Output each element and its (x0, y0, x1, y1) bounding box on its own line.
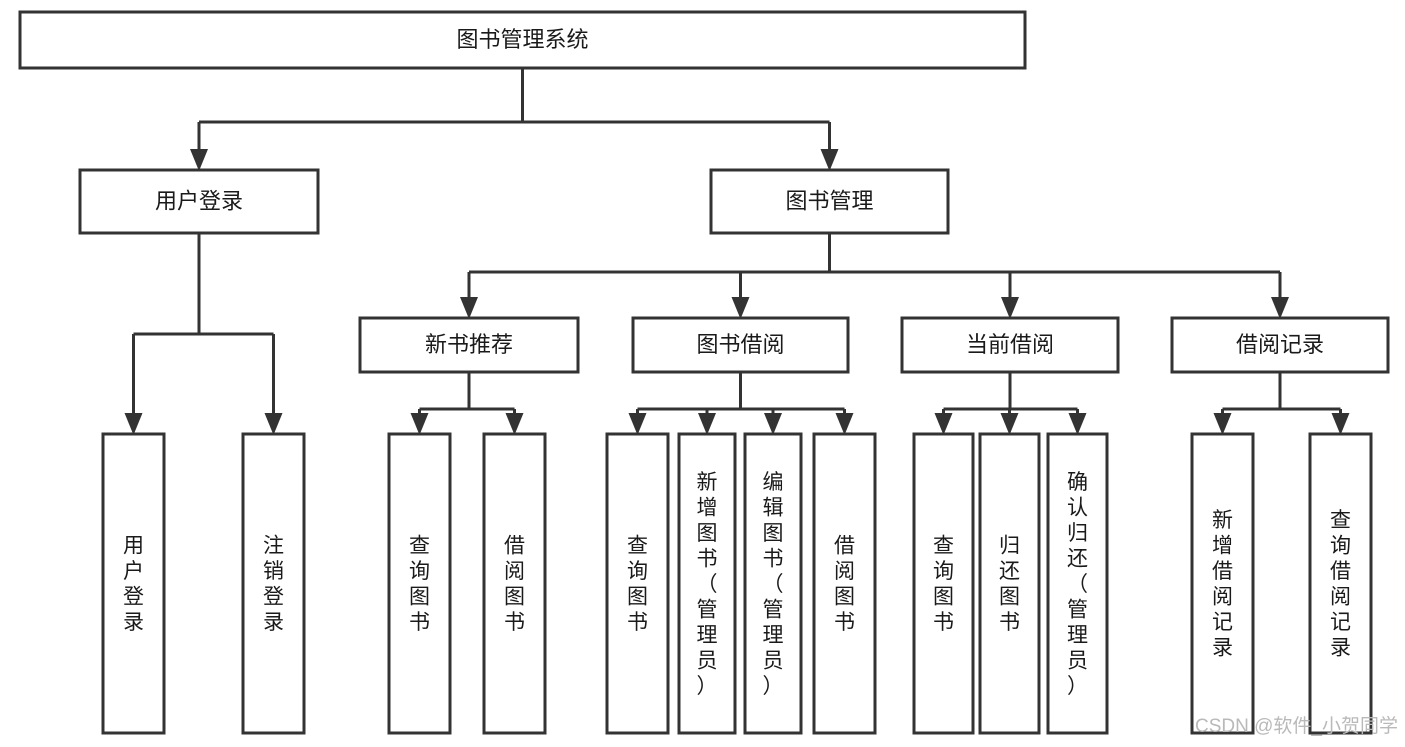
node-leaf[interactable]: 新增图书（管理员） (677, 432, 737, 735)
node-label: 归还图书 (999, 535, 1020, 635)
arrow-head-icon (1068, 413, 1087, 435)
node-box[interactable] (1308, 432, 1373, 735)
node-leaf[interactable]: 编辑图书（管理员） (743, 432, 803, 735)
arrow-head-icon (934, 413, 953, 435)
arrow-head-icon (264, 413, 283, 435)
node-box[interactable] (677, 432, 737, 735)
node-label: 新增图书（管理员） (697, 471, 718, 698)
node-level3[interactable]: 当前借阅 (900, 316, 1120, 374)
node-level3[interactable]: 图书借阅 (631, 316, 850, 374)
arrow-head-icon (124, 413, 143, 435)
arrow-head-icon (764, 413, 782, 435)
node-box[interactable] (482, 432, 547, 735)
arrow-head-icon (410, 413, 429, 435)
arrow-head-icon (1213, 413, 1232, 435)
node-layer: 图书管理系统用户登录图书管理新书推荐图书借阅当前借阅借阅记录用户登录注销登录查询… (18, 10, 1390, 735)
arrow-head-icon (698, 413, 716, 435)
node-leaf[interactable]: 查询图书 (605, 432, 670, 735)
node-level2[interactable]: 用户登录 (78, 168, 320, 235)
node-label: 确认归还（管理员） (1067, 471, 1088, 698)
node-label: 查询图书 (409, 535, 430, 635)
node-label: 新书推荐 (425, 332, 513, 357)
node-label: 借阅图书 (504, 535, 525, 635)
node-level3[interactable]: 新书推荐 (358, 316, 580, 374)
node-box[interactable] (1170, 316, 1390, 374)
node-label: 注销登录 (263, 535, 284, 635)
arrow-head-icon (460, 297, 478, 319)
node-leaf[interactable]: 确认归还（管理员） (1046, 432, 1109, 735)
node-box[interactable] (605, 432, 670, 735)
node-box[interactable] (900, 316, 1120, 374)
arrow-head-icon (628, 413, 647, 435)
node-box[interactable] (241, 432, 306, 735)
node-label: 图书管理系统 (456, 27, 588, 52)
node-box[interactable] (18, 10, 1027, 70)
node-label: 用户登录 (123, 535, 144, 635)
node-leaf[interactable]: 新增借阅记录 (1190, 432, 1255, 735)
node-leaf[interactable]: 注销登录 (241, 432, 306, 735)
node-label: 借阅图书 (834, 535, 855, 635)
node-root[interactable]: 图书管理系统 (18, 10, 1027, 70)
node-label: 查询图书 (933, 535, 954, 635)
node-box[interactable] (631, 316, 850, 374)
node-label: 借阅记录 (1236, 332, 1324, 357)
arrow-head-icon (731, 297, 750, 319)
arrow-head-icon (505, 413, 524, 435)
node-box[interactable] (1046, 432, 1109, 735)
node-level3[interactable]: 借阅记录 (1170, 316, 1390, 374)
node-leaf[interactable]: 借阅图书 (812, 432, 877, 735)
node-box[interactable] (912, 432, 975, 735)
node-box[interactable] (743, 432, 803, 735)
arrow-head-icon (820, 149, 839, 171)
node-label: 查询借阅记录 (1330, 509, 1351, 660)
node-label: 编辑图书（管理员） (763, 471, 784, 698)
csdn-watermark: CSDN @软件_小贺同学 (1195, 715, 1398, 737)
node-label: 查询图书 (627, 535, 648, 635)
arrow-head-icon (1000, 413, 1019, 435)
node-leaf[interactable]: 归还图书 (978, 432, 1041, 735)
connector-layer (124, 68, 1350, 435)
node-leaf[interactable]: 用户登录 (101, 432, 166, 735)
node-leaf[interactable]: 查询图书 (912, 432, 975, 735)
node-box[interactable] (358, 316, 580, 374)
node-box[interactable] (709, 168, 950, 235)
node-label: 图书管理 (785, 188, 873, 213)
arrow-head-icon (835, 413, 854, 435)
node-box[interactable] (1190, 432, 1255, 735)
node-box[interactable] (78, 168, 320, 235)
node-leaf[interactable]: 借阅图书 (482, 432, 547, 735)
node-box[interactable] (387, 432, 452, 735)
node-box[interactable] (101, 432, 166, 735)
node-label: 图书借阅 (696, 332, 784, 357)
arrow-head-icon (190, 149, 208, 171)
node-level2[interactable]: 图书管理 (709, 168, 950, 235)
arrow-head-icon (1001, 297, 1019, 319)
arrow-head-icon (1271, 297, 1289, 319)
node-label: 用户登录 (155, 188, 243, 213)
node-label: 新增借阅记录 (1212, 509, 1233, 660)
node-box[interactable] (812, 432, 877, 735)
node-label: 当前借阅 (966, 332, 1054, 357)
node-leaf[interactable]: 查询图书 (387, 432, 452, 735)
arrow-head-icon (1331, 413, 1350, 435)
node-leaf[interactable]: 查询借阅记录 (1308, 432, 1373, 735)
node-box[interactable] (978, 432, 1041, 735)
